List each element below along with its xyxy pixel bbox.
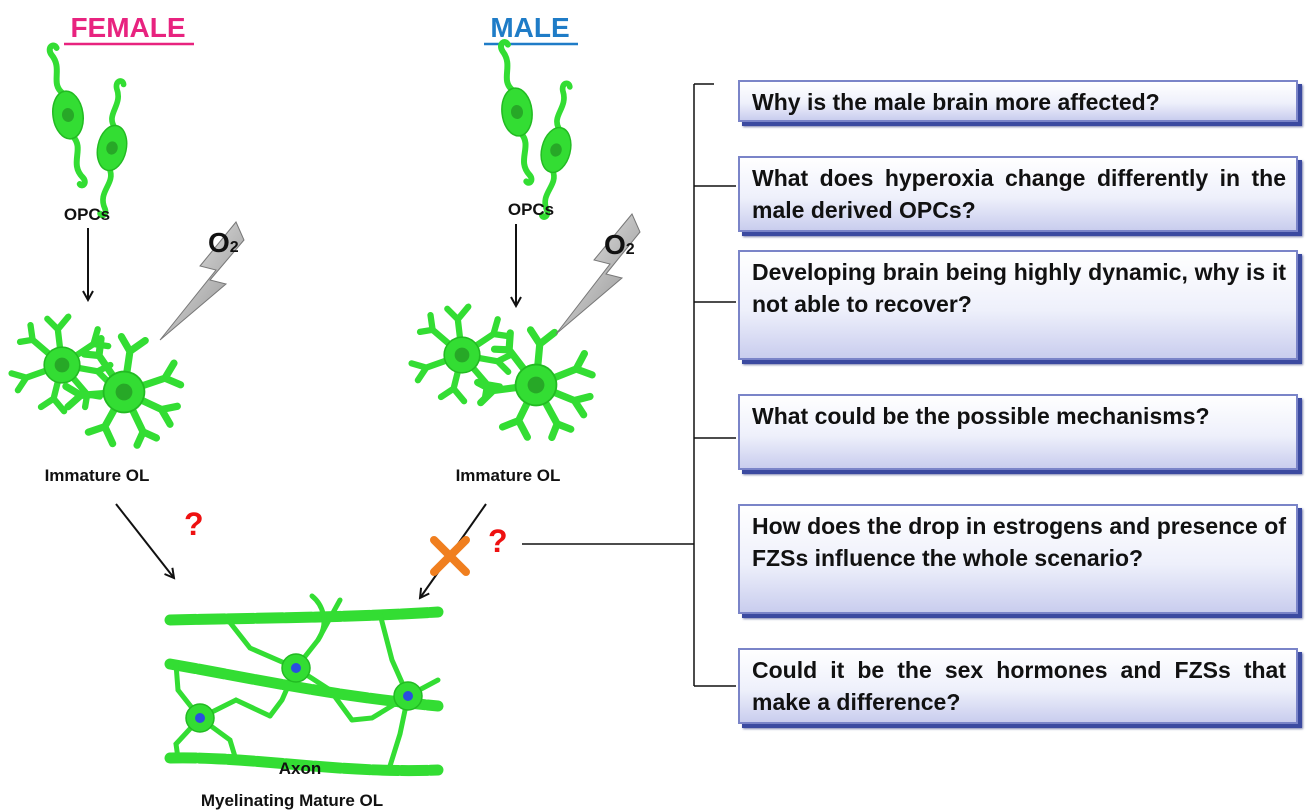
male-header: MALE [490,12,569,43]
male-opc-cells [495,40,586,220]
oligodendrocyte-nucleus [195,713,205,723]
male-oxygen-subscript: 2 [626,241,635,258]
question-box-1: Why is the male brain more affected? [738,80,1298,122]
question-box-6: Could it be the sex hormones and FZSs th… [738,648,1298,724]
questions-bracket [694,84,736,686]
question-box-3: Developing brain being highly dynamic, w… [738,250,1298,360]
mature-ol-label: Myelinating Mature OL [201,791,383,810]
question-box-4: What could be the possible mechanisms? [738,394,1298,470]
male-immature-label: Immature OL [456,466,561,485]
female-opc-cells [43,43,140,218]
female-opc-label: OPCs [64,205,110,224]
question-box-5: How does the drop in estrogens and prese… [738,504,1298,614]
myelinating-mature-ol-illustration [170,596,438,771]
female-immature-label: Immature OL [45,466,150,485]
female-immature-to-mature-arrow [116,504,174,578]
female-question-mark: ? [184,506,204,542]
male-oxygen-symbol: O [604,229,626,260]
oligodendrocyte-nucleus [291,663,301,673]
question-box-2: What does hyperoxia change differently i… [738,156,1298,232]
female-oxygen-symbol: O [208,227,230,258]
male-immature-ol-cells [412,307,602,448]
male-question-mark: ? [488,523,508,559]
female-oxygen-subscript: 2 [230,239,239,256]
female-header: FEMALE [70,12,185,43]
blocked-cross-icon [434,540,466,572]
axon-label: Axon [279,759,322,778]
male-opc-label: OPCs [508,200,554,219]
female-immature-ol-cells [12,317,192,458]
oligodendrocyte-nucleus [403,691,413,701]
male-oxygen-bolt [556,214,640,334]
